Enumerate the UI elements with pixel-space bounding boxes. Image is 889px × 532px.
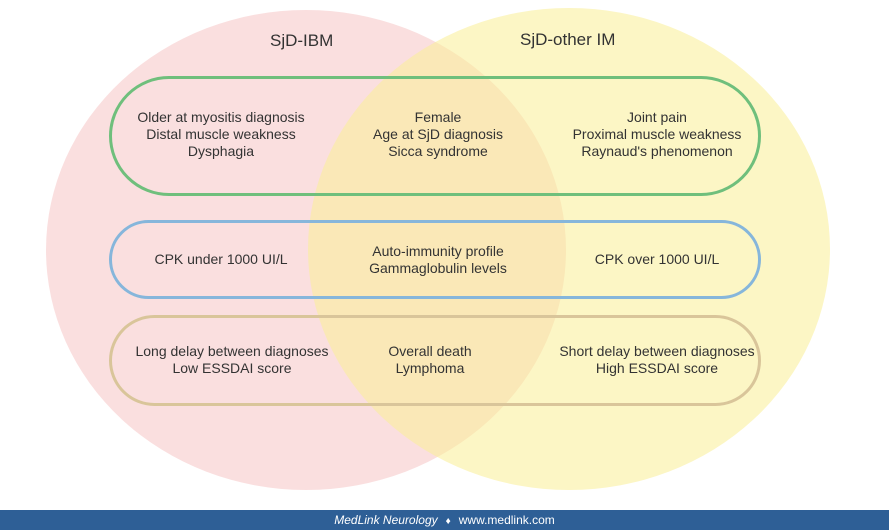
feature-band-clinical bbox=[109, 76, 761, 196]
feature-text: Age at SjD diagnosis bbox=[373, 126, 503, 142]
diamond-icon: ♦ bbox=[445, 516, 451, 527]
feature-text: Proximal muscle weakness bbox=[572, 126, 742, 142]
row2-shared-features: Auto-immunity profile Gammaglobulin leve… bbox=[369, 243, 507, 277]
feature-text: Raynaud's phenomenon bbox=[581, 143, 733, 159]
feature-text: Short delay between diagnoses bbox=[559, 343, 755, 359]
row3-shared-features: Overall death Lymphoma bbox=[388, 343, 471, 377]
feature-text: Lymphoma bbox=[395, 360, 465, 376]
footer-url-link[interactable]: www.medlink.com bbox=[458, 513, 555, 527]
row1-left-features: Older at myositis diagnosis Distal muscl… bbox=[137, 109, 304, 160]
row2-right-features: CPK over 1000 UI/L bbox=[595, 251, 720, 268]
row1-right-features: Joint pain Proximal muscle weakness Rayn… bbox=[573, 109, 742, 160]
feature-text: Female bbox=[414, 109, 462, 125]
feature-text: Dysphagia bbox=[187, 143, 255, 159]
feature-text: High ESSDAI score bbox=[595, 360, 719, 376]
row3-right-features: Short delay between diagnoses High ESSDA… bbox=[559, 343, 754, 377]
feature-text: Low ESSDAI score bbox=[172, 360, 292, 376]
footer-brand: MedLink Neurology bbox=[334, 513, 438, 527]
footer-bar: MedLink Neurology ♦ www.medlink.com bbox=[0, 510, 889, 530]
set-title-sjd-ibm: SjD-IBM bbox=[270, 31, 334, 50]
set-title-sjd-other-im: SjD-other IM bbox=[520, 30, 616, 49]
feature-text: Auto-immunity profile bbox=[372, 243, 504, 259]
row3-left-features: Long delay between diagnoses Low ESSDAI … bbox=[135, 343, 328, 377]
feature-text: Overall death bbox=[388, 343, 472, 359]
feature-band-outcome bbox=[109, 315, 761, 406]
feature-text: Joint pain bbox=[627, 109, 687, 125]
feature-text: Older at myositis diagnosis bbox=[137, 109, 305, 125]
feature-text: CPK under 1000 UI/L bbox=[154, 251, 288, 267]
row2-left-features: CPK under 1000 UI/L bbox=[154, 251, 287, 268]
feature-text: CPK over 1000 UI/L bbox=[594, 251, 720, 267]
feature-text: Sicca syndrome bbox=[388, 143, 488, 159]
feature-text: Long delay between diagnoses bbox=[135, 343, 329, 359]
venn-diagram: SjD-IBM SjD-other IM Older at myositis d… bbox=[46, 8, 830, 490]
feature-band-biology bbox=[109, 220, 761, 299]
row1-shared-features: Female Age at SjD diagnosis Sicca syndro… bbox=[373, 109, 503, 160]
feature-text: Gammaglobulin levels bbox=[369, 260, 507, 276]
feature-text: Distal muscle weakness bbox=[146, 126, 296, 142]
